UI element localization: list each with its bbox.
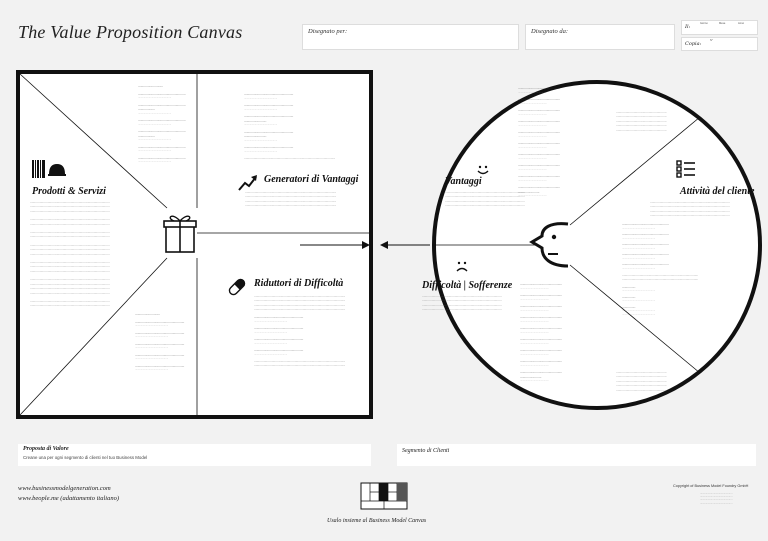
face-icon: [529, 222, 569, 268]
chart-arrow-icon: [238, 175, 257, 191]
customer-gains-side-notes: ........................................…: [616, 110, 667, 132]
customer-jobs-questions: ........................................…: [622, 222, 699, 316]
pain-relievers-questions-left: ............................ ...........…: [135, 312, 185, 372]
customer-segment-label: Segmento di Clienti: [402, 448, 450, 454]
sad-icon: [456, 261, 468, 272]
customer-pains-title: Difficoltà | Sofferenze: [422, 280, 513, 291]
pill-icon: [228, 278, 246, 296]
gain-creators-questions-right: ........................................…: [244, 92, 336, 161]
barcode-icon: [32, 160, 66, 178]
checklist-icon: [676, 160, 695, 178]
designed-by-field[interactable]: Disegnato da:: [525, 24, 675, 50]
license-block: ........................................…: [700, 492, 733, 505]
date-label: Il:: [685, 24, 691, 30]
day-label: Giorno: [700, 22, 708, 25]
gain-creators-questions-left: ............................ ...........…: [138, 84, 186, 164]
footer-url-primary: www.businessmodelgeneration.com: [18, 485, 111, 492]
customer-pains-side-notes: ........................................…: [616, 370, 667, 392]
customer-pains-notes: ........................................…: [422, 294, 502, 312]
products-services-title: Prodotti & Servizi: [32, 186, 106, 197]
copy-no-label: N°: [710, 39, 713, 42]
smile-icon: [477, 165, 489, 175]
business-model-canvas-thumbnail: [360, 482, 408, 510]
gain-creators-title: Generatori di Vantaggi: [264, 174, 359, 185]
value-proposition-sub: Creane una per ogni segmento di clienti …: [23, 455, 148, 460]
products-services-notes: ........................................…: [30, 200, 110, 308]
value-proposition-box[interactable]: Proposta di Valore Creane una per ogni s…: [18, 444, 371, 466]
customer-jobs-title: Attività del cliente: [680, 186, 755, 197]
customer-gains-questions: ........................................…: [518, 86, 561, 198]
copy-field[interactable]: Copia: N°: [681, 37, 758, 51]
gain-creators-notes: ........................................…: [245, 190, 337, 208]
pain-relievers-notes: ........................................…: [254, 294, 346, 312]
year-label: Anno: [738, 22, 745, 25]
copyright-text: Copyright of Business Model Foundry GmbH: [673, 484, 749, 488]
customer-segment-box[interactable]: Segmento di Clienti: [397, 444, 756, 466]
gift-icon: [163, 215, 197, 253]
value-proposition-label: Proposta di Valore: [23, 446, 69, 452]
pain-relievers-questions-right: ........................................…: [254, 315, 346, 368]
date-field[interactable]: Il: Giorno Mese Anno: [681, 20, 758, 35]
customer-gains-notes: ........................................…: [445, 190, 525, 208]
month-label: Mese: [719, 22, 726, 25]
footer-url-secondary: www.beople.me (adattamento italiano): [18, 495, 119, 502]
customer-circle: [432, 80, 762, 410]
customer-gains-title: Vantaggi: [445, 176, 482, 187]
page-title: The Value Proposition Canvas: [18, 22, 243, 42]
designed-for-field[interactable]: Disegnato per:: [302, 24, 519, 50]
use-together-caption: Usalo insieme al Business Model Canvas: [327, 518, 427, 524]
customer-pains-questions: ........................................…: [520, 282, 563, 383]
designed-by-label: Disegnato da:: [531, 28, 569, 35]
pain-relievers-title: Riduttori di Difficoltà: [254, 278, 344, 289]
designed-for-label: Disegnato per:: [308, 28, 348, 35]
copy-label: Copia:: [685, 41, 702, 47]
customer-jobs-notes: ........................................…: [650, 200, 730, 218]
